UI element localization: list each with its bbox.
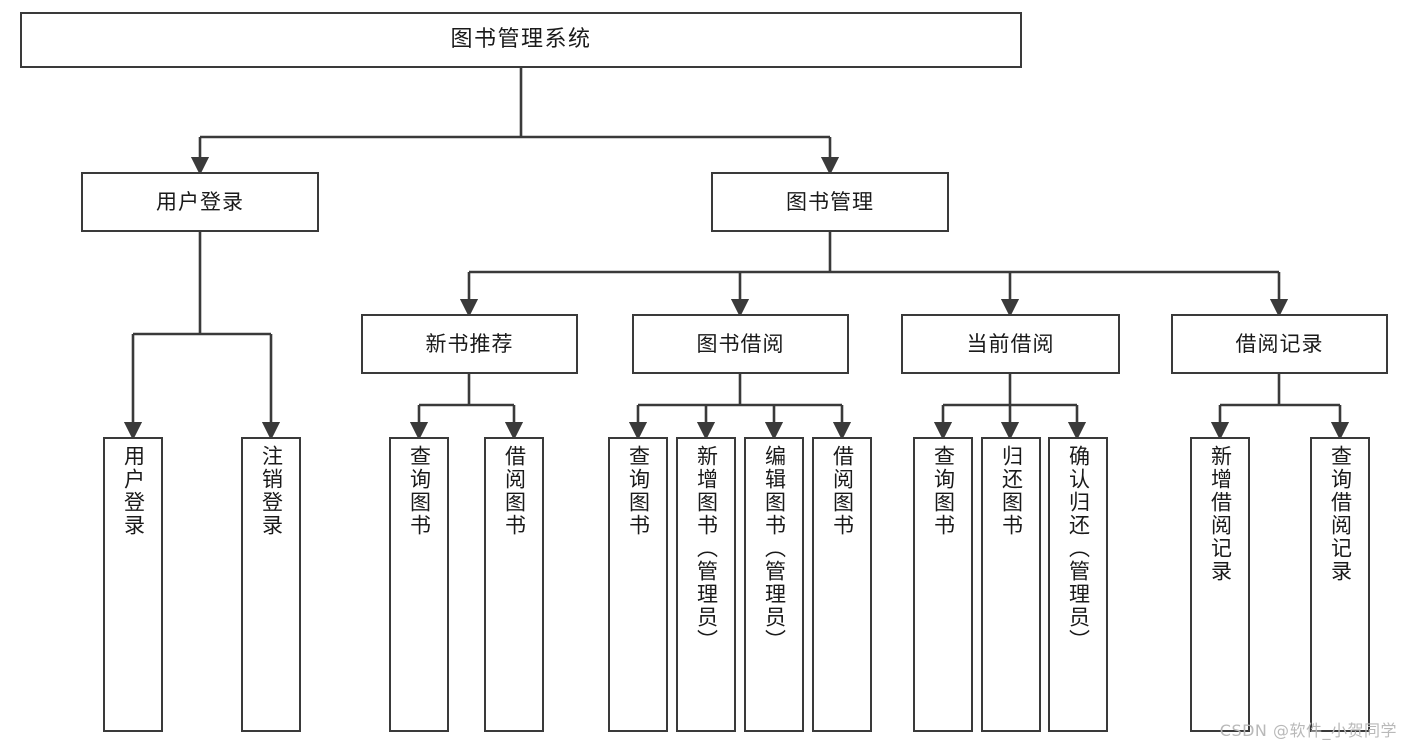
node-leaf-logout-login[interactable]: 注销登录 — [241, 437, 301, 732]
node-leaf-return-book-label: 归还图书 — [999, 445, 1024, 537]
node-root[interactable]: 图书管理系统 — [20, 12, 1022, 68]
csdn-watermark: CSDN @软件_小贺同学 — [1219, 721, 1397, 740]
node-leaf-user-login-label: 用户登录 — [121, 445, 146, 537]
node-borrow-record-label: 借阅记录 — [1235, 331, 1324, 356]
node-leaf-borrow-book-2[interactable]: 借阅图书 — [812, 437, 872, 732]
node-book-manage-label: 图书管理 — [786, 189, 874, 214]
node-new-book-recommend[interactable]: 新书推荐 — [361, 314, 578, 374]
node-current-borrow-label: 当前借阅 — [966, 331, 1055, 356]
node-leaf-borrow-book-1[interactable]: 借阅图书 — [484, 437, 544, 732]
node-leaf-add-book-label: 新增图书（管理员） — [694, 445, 719, 652]
node-book-borrow[interactable]: 图书借阅 — [632, 314, 849, 374]
node-root-label: 图书管理系统 — [450, 27, 592, 53]
node-user-login-label: 用户登录 — [156, 189, 244, 214]
node-leaf-add-record[interactable]: 新增借阅记录 — [1190, 437, 1250, 732]
node-leaf-borrow-book-1-label: 借阅图书 — [502, 445, 527, 537]
node-leaf-user-login[interactable]: 用户登录 — [103, 437, 163, 732]
node-leaf-logout-login-label: 注销登录 — [259, 445, 284, 537]
node-leaf-query-record[interactable]: 查询借阅记录 — [1310, 437, 1370, 732]
node-leaf-edit-book-label: 编辑图书（管理员） — [762, 445, 787, 652]
node-leaf-query-book-1[interactable]: 查询图书 — [389, 437, 449, 732]
node-leaf-edit-book[interactable]: 编辑图书（管理员） — [744, 437, 804, 732]
node-leaf-query-book-2[interactable]: 查询图书 — [608, 437, 668, 732]
node-leaf-query-record-label: 查询借阅记录 — [1328, 445, 1353, 583]
node-leaf-confirm-return[interactable]: 确认归还（管理员） — [1048, 437, 1108, 732]
node-current-borrow[interactable]: 当前借阅 — [901, 314, 1120, 374]
node-borrow-record[interactable]: 借阅记录 — [1171, 314, 1388, 374]
node-leaf-confirm-return-label: 确认归还（管理员） — [1066, 445, 1091, 652]
node-leaf-add-book[interactable]: 新增图书（管理员） — [676, 437, 736, 732]
node-book-manage[interactable]: 图书管理 — [711, 172, 949, 232]
node-leaf-query-book-1-label: 查询图书 — [407, 445, 432, 537]
node-new-book-recommend-label: 新书推荐 — [425, 331, 514, 356]
node-book-borrow-label: 图书借阅 — [696, 331, 785, 356]
node-leaf-query-book-2-label: 查询图书 — [626, 445, 651, 537]
node-leaf-query-book-3[interactable]: 查询图书 — [913, 437, 973, 732]
node-leaf-return-book[interactable]: 归还图书 — [981, 437, 1041, 732]
node-leaf-add-record-label: 新增借阅记录 — [1208, 445, 1233, 583]
node-user-login[interactable]: 用户登录 — [81, 172, 319, 232]
node-leaf-borrow-book-2-label: 借阅图书 — [830, 445, 855, 537]
node-leaf-query-book-3-label: 查询图书 — [931, 445, 956, 537]
